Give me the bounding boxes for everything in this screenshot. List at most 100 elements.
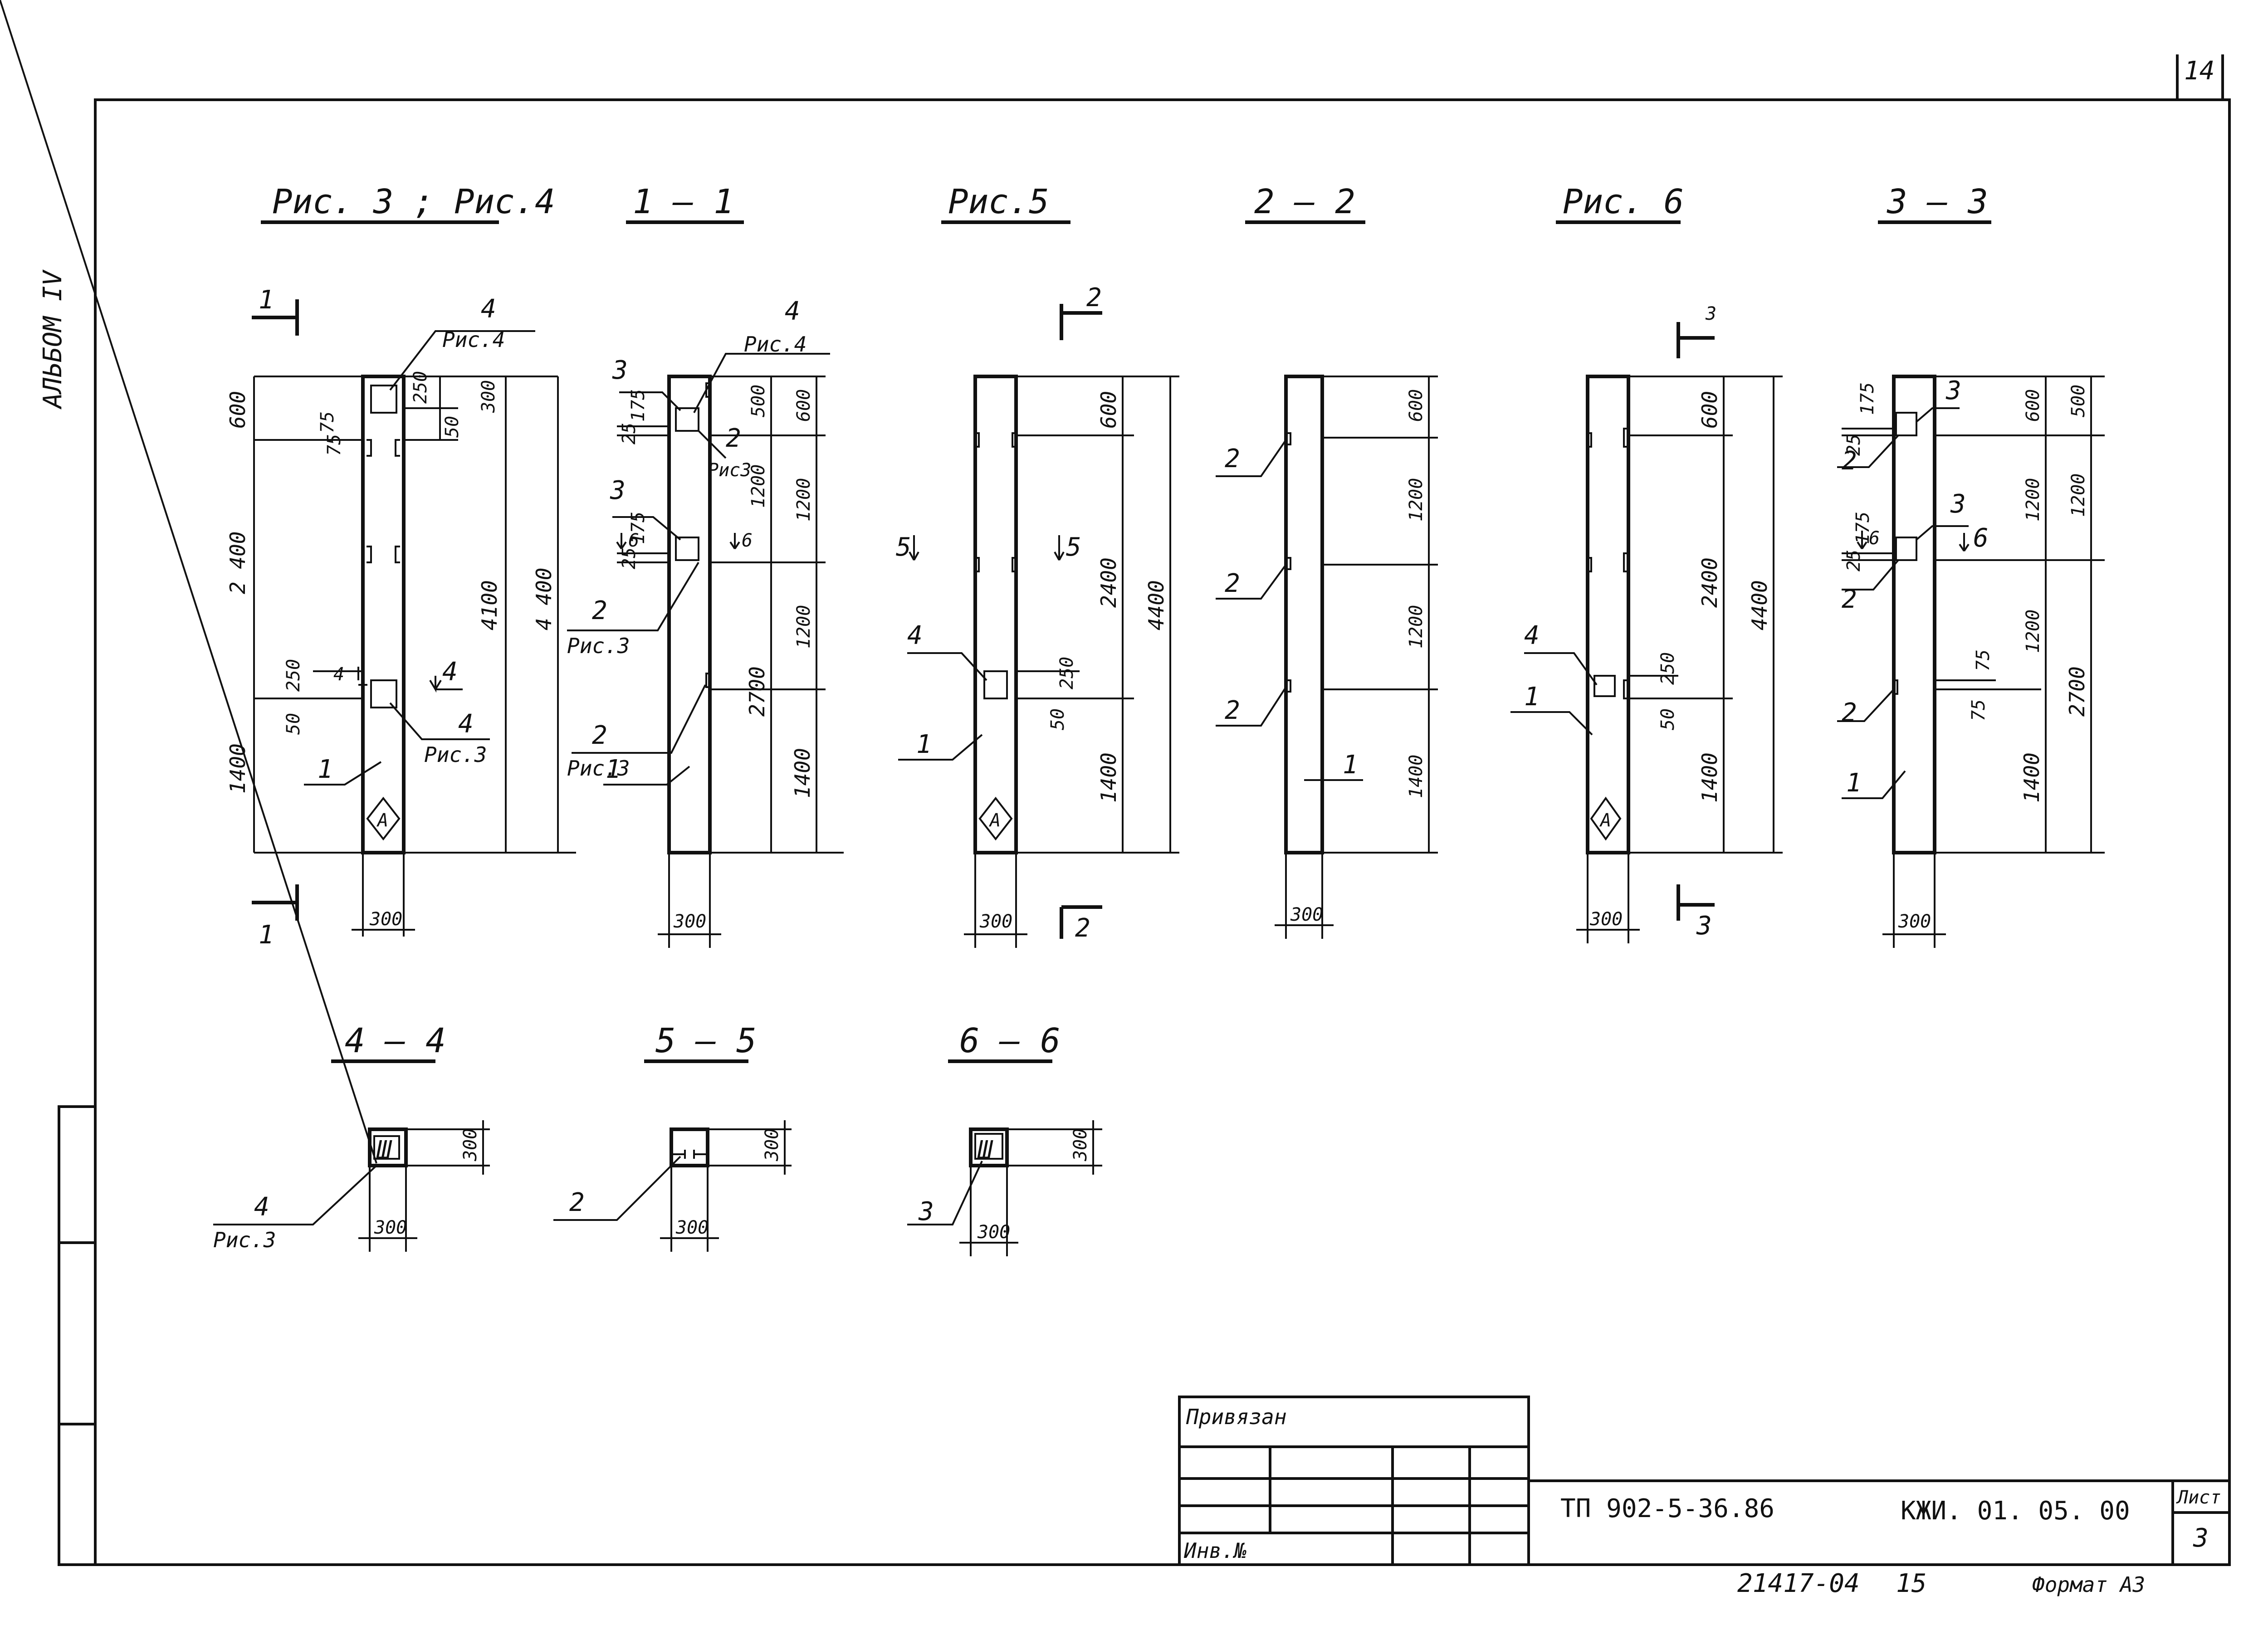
title-section-1-1: 1 — 1	[633, 182, 734, 221]
order-suffix: 15	[1896, 1569, 1926, 1598]
inventory-no-label: Инв.№	[1183, 1538, 1246, 1563]
svg-text:3: 3	[1705, 303, 1716, 324]
svg-text:Ш: Ш	[977, 1136, 993, 1165]
svg-text:4: 4	[481, 294, 496, 324]
column-view-ris6: А 600 2400 4400 1400 250 50 300 3 3 4 1	[1510, 303, 1783, 943]
svg-text:2: 2	[1086, 283, 1102, 312]
svg-text:75: 75	[324, 434, 345, 456]
document-code: КЖИ. 01. 05. 00	[1901, 1496, 2130, 1526]
paper-format: Формат А3	[2032, 1572, 2145, 1597]
svg-text:2: 2	[1225, 569, 1240, 598]
svg-text:300: 300	[369, 909, 402, 930]
svg-text:1: 1	[318, 755, 333, 784]
svg-text:600: 600	[225, 391, 250, 429]
svg-text:75: 75	[1968, 699, 1989, 721]
svg-text:300: 300	[673, 911, 706, 932]
svg-text:300: 300	[1898, 911, 1931, 932]
title-ris6: Рис. 6	[1563, 182, 1684, 221]
svg-text:Рис.3: Рис.3	[424, 742, 487, 767]
column-view-ris3-ris4: А 600 2 400 1400 75 75 250 300 50 4100 4	[225, 285, 576, 950]
svg-text:500: 500	[2068, 385, 2089, 417]
svg-text:600: 600	[1406, 389, 1427, 422]
svg-text:1: 1	[606, 755, 621, 784]
svg-text:175: 175	[628, 389, 649, 422]
title-block: Привязан Инв.№ ТП 902-5-36.86 КЖИ. 01. 0…	[1178, 1396, 2229, 1598]
svg-text:2: 2	[592, 721, 607, 750]
svg-text:300: 300	[1290, 904, 1323, 925]
svg-text:5: 5	[896, 532, 911, 562]
title-section-5-5: 5 — 5	[655, 1021, 757, 1060]
svg-text:1200: 1200	[2023, 610, 2043, 653]
svg-text:1200: 1200	[2068, 473, 2089, 517]
column-section-1-1: 25 175 25 175 500 600 1200 1200 1200 270…	[567, 297, 844, 948]
privyazan-label: Привязан	[1186, 1405, 1287, 1429]
project-number: ТП 902-5-36.86	[1560, 1494, 1774, 1523]
svg-text:1400: 1400	[2019, 752, 2044, 803]
svg-text:А: А	[988, 810, 1001, 831]
svg-text:4: 4	[442, 657, 458, 687]
svg-text:2: 2	[1842, 446, 1857, 476]
svg-text:4: 4	[907, 621, 923, 650]
svg-text:4 400: 4 400	[532, 568, 556, 630]
title-section-6-6: 6 — 6	[959, 1021, 1061, 1060]
svg-text:2: 2	[1225, 696, 1240, 725]
svg-text:1200: 1200	[1406, 605, 1427, 649]
svg-text:4400: 4400	[1747, 580, 1772, 630]
column-section-2-2: 600 1200 1200 1400 300 2 2 2 1	[1216, 375, 1438, 939]
svg-text:3: 3	[612, 356, 628, 385]
svg-text:1400: 1400	[790, 748, 815, 798]
svg-text:1: 1	[1524, 682, 1540, 712]
svg-text:1200: 1200	[793, 478, 814, 522]
svg-text:300: 300	[1070, 1128, 1091, 1161]
svg-text:300: 300	[762, 1128, 782, 1161]
svg-text:2700: 2700	[745, 666, 769, 717]
svg-text:25: 25	[619, 423, 640, 444]
album-margin-label: АЛЬБОМ IV	[38, 269, 68, 410]
svg-text:1400: 1400	[225, 743, 250, 794]
svg-text:4: 4	[254, 1192, 269, 1222]
svg-text:Рис.4: Рис.4	[442, 327, 505, 352]
svg-text:600: 600	[2023, 389, 2043, 422]
svg-text:25: 25	[619, 547, 640, 569]
svg-text:6: 6	[742, 530, 753, 551]
svg-text:3: 3	[918, 1197, 934, 1226]
svg-text:2: 2	[1842, 585, 1857, 614]
svg-text:300: 300	[478, 380, 499, 413]
svg-text:А: А	[376, 810, 388, 831]
order-number: 21417-04	[1737, 1569, 1860, 1598]
svg-text:50: 50	[1657, 708, 1678, 730]
svg-text:4400: 4400	[1144, 580, 1168, 630]
svg-text:50: 50	[442, 416, 463, 438]
section-4-4: Ш 300 300 4 Рис.3	[0, 0, 490, 1252]
svg-text:2: 2	[726, 424, 741, 453]
svg-text:Рис.4: Рис.4	[744, 332, 807, 356]
svg-text:5: 5	[1066, 532, 1081, 562]
svg-text:250: 250	[283, 659, 304, 692]
svg-text:4100: 4100	[477, 580, 502, 630]
svg-text:4: 4	[1524, 621, 1540, 650]
svg-text:2400: 2400	[1096, 557, 1121, 608]
svg-text:1200: 1200	[793, 605, 814, 649]
svg-text:50: 50	[1047, 708, 1068, 730]
svg-text:3: 3	[1945, 376, 1961, 405]
svg-text:2: 2	[592, 596, 607, 625]
svg-text:3: 3	[1696, 911, 1712, 941]
svg-text:300: 300	[460, 1128, 481, 1161]
svg-text:75: 75	[1973, 649, 1994, 671]
section-5-5: 300 300 2	[553, 1120, 792, 1252]
svg-text:Рис3: Рис3	[708, 460, 751, 481]
svg-text:300: 300	[979, 911, 1012, 932]
svg-text:2400: 2400	[1697, 557, 1722, 608]
svg-text:1400: 1400	[1406, 755, 1427, 798]
svg-text:6: 6	[1869, 528, 1880, 549]
svg-text:1: 1	[1846, 768, 1862, 798]
svg-text:300: 300	[977, 1222, 1010, 1243]
svg-text:600: 600	[1697, 391, 1722, 429]
svg-text:300: 300	[1589, 909, 1623, 930]
title-section-3-3: 3 — 3	[1887, 182, 1988, 221]
column-section-3-3: 175 25 175 25 600 500 1200 1200 1200 270…	[1837, 375, 2105, 948]
svg-text:2700: 2700	[2065, 666, 2089, 717]
svg-text:2: 2	[1225, 444, 1240, 473]
svg-text:250: 250	[1056, 657, 1077, 689]
